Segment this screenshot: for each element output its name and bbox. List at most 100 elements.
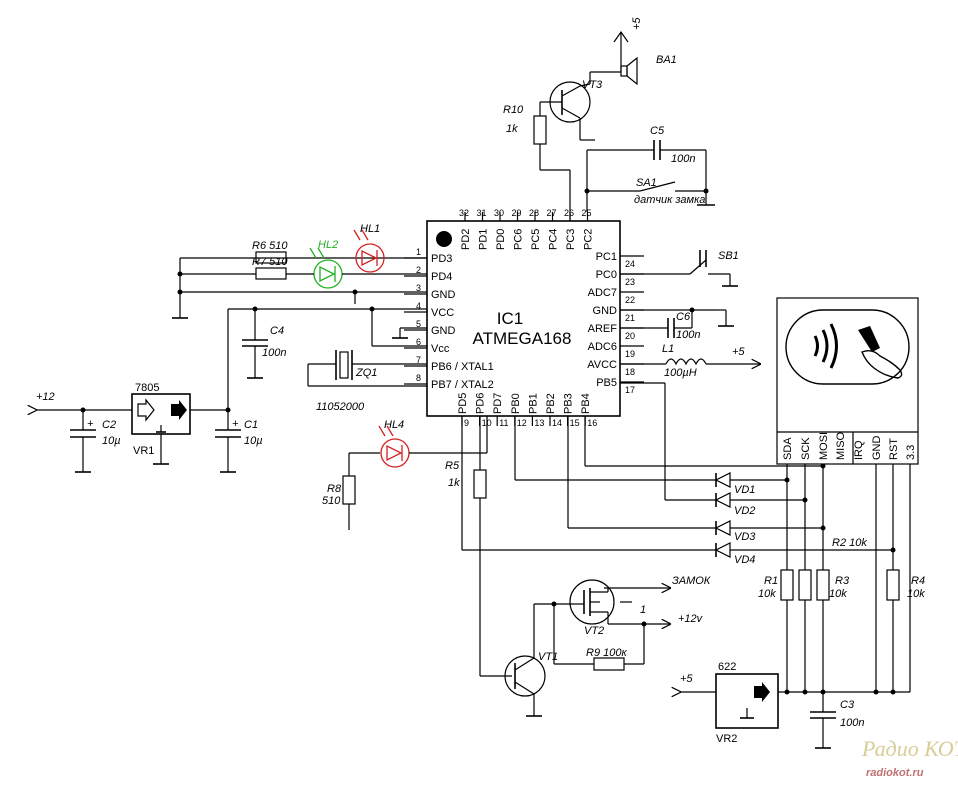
ba1-body [620,65,628,77]
sa1-desc: датчик замка [634,194,705,206]
c1-label: C1 [244,419,258,431]
ic1-pin-name: PB5 [596,377,617,389]
c3-value: 100n [840,717,864,729]
c6-label: C6 [676,311,691,323]
ic1-pin-name: PD6 [475,393,487,414]
ic1-pin-number: 13 [534,418,544,428]
ba1-speaker [626,56,638,86]
ic1-pin-name: ADC6 [588,341,617,353]
plus5-l1-label: +5 [732,346,745,358]
c2-value: 10µ [102,435,121,447]
vd1-label: VD1 [734,484,755,496]
ic1-pin-name: PB3 [563,393,575,414]
ic1-pin-number: 25 [582,208,592,218]
ic1-pin-number: 32 [459,208,469,218]
ic1-pin-name: PD4 [431,271,452,283]
r8-label: R8 [327,483,342,495]
ic1-pin-name: PD1 [478,229,490,250]
buzzer-section: +5 BA1 VT3 R10 1k C5 100n SA1 [503,17,715,221]
hand-icon [861,349,903,379]
r3-label: R3 [835,575,850,587]
card-icon [858,326,880,352]
ic1-right-pins: 24PC123PC022ADC721GND20AREF19ADC618AVCC1… [587,251,644,395]
diode [714,542,731,558]
hl4-section: HL4 R8 510 [322,416,488,530]
ic1-pin-name: PC6 [513,229,525,250]
power-crystal-section: C4 100n ZQ1 11052000 [228,306,427,413]
vr1-label: VR1 [133,445,154,457]
l1-inductor [665,358,707,366]
ic1-pin-number: 9 [464,418,469,428]
plus5-vr2-label: +5 [680,673,693,685]
ic1-pin-number: 6 [416,337,421,347]
ic1-pin-number: 17 [625,385,635,395]
r5-resistor [473,469,487,499]
ic1-pin-number: 4 [416,301,421,311]
plus12v-label: +12v [678,613,704,625]
ic1-pin-name: GND [593,305,618,317]
r6-label: R6 510 [252,240,288,252]
ic1-body [426,220,621,417]
ic1: IC1 ATMEGA168 1PD32PD43GND4VCC5GND6Vcc7P… [404,208,644,428]
ic1-pin-name: PC5 [530,229,542,250]
reader-pin-label: IRQ [853,440,865,460]
diode [714,492,731,508]
ic1-pin-name: GND [431,325,456,337]
r8-value: 510 [322,495,341,507]
right-section: SB1 C6 100n L1 100µH +5 [620,250,760,500]
ic1-pin-number: 18 [625,367,635,377]
ic1-pin-number: 31 [477,208,487,218]
c2-label: C2 [102,419,116,431]
ic1-pin-name: PB1 [527,393,539,414]
reader-pin-label: RST [888,438,900,460]
r4-resistor [886,569,900,601]
ic1-pin-number: 28 [529,208,539,218]
zq1-crystal [339,351,349,379]
ic1-pin-name: PC2 [583,229,595,250]
ic1-pin-number: 20 [625,331,635,341]
ic1-pin-number: 30 [494,208,504,218]
r10-resistor [533,115,547,145]
ic1-pin-number: 15 [570,418,580,428]
ic1-pin-name: PD7 [492,393,504,414]
r5-label: R5 [445,460,460,472]
c5-value: 100n [671,153,695,165]
r10-label: R10 [503,104,524,116]
c4-label: C4 [270,325,284,337]
c2-polarity: + [87,418,94,430]
ic1-pin-name: PC1 [596,251,617,263]
vt1-transistor [504,655,546,697]
r9-label: R9 100к [586,647,627,659]
vd3-label: VD3 [734,531,756,543]
c4-value: 100n [262,347,286,359]
c6-value: 100n [676,329,700,341]
vr2-label: VR2 [716,733,737,745]
ic1-pin-number: 26 [564,208,574,218]
ic1-name: IC1 [497,309,523,328]
ic1-pin-name: PC3 [565,229,577,250]
r10-value: 1k [506,123,518,135]
vr1-section: +12 + C2 10µ 7805 VR1 + C1 10µ [36,309,263,473]
vt1-label: VT1 [538,651,558,663]
reader-nfc-logo [785,309,910,385]
vr2-regulator [715,673,779,729]
vr1-type: 7805 [135,382,159,394]
vt2-transistor [569,579,615,625]
r4-label: R4 [911,575,925,587]
vd2-label: VD2 [734,505,755,517]
sa1-label: SA1 [636,177,657,189]
ic1-pin-number: 2 [416,265,421,275]
watermark: Радио КОТ radiokot.ru [861,736,958,779]
reader-pin-label: SCK [800,437,812,460]
ic1-pin-number: 23 [625,277,635,287]
r5-value: 1k [448,477,460,489]
diode-section: VD1 VD2 VD3 VD4 R2 10k R1 10k R3 10k R4 … [461,416,925,692]
hl4-label: HL4 [384,419,404,431]
hl4-led [380,438,410,468]
ic1-pin-number: 16 [587,418,597,428]
zamok-label: ЗАМОК [672,575,711,587]
r9-resistor [593,657,625,671]
